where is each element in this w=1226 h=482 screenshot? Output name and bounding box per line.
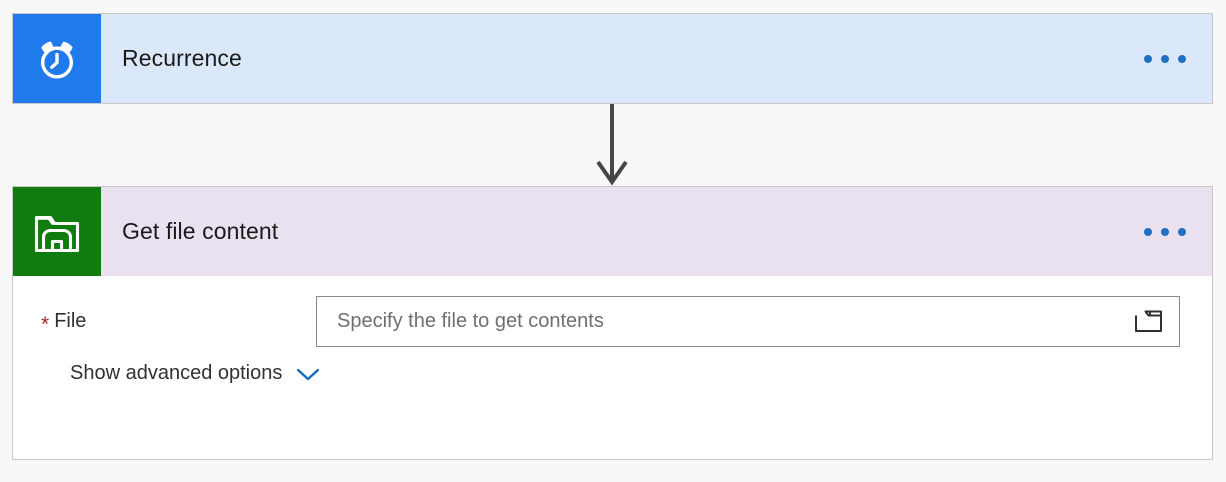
menu-dot xyxy=(1144,54,1152,63)
flow-step-recurrence[interactable]: Recurrence xyxy=(12,13,1213,104)
sharepoint-folder-icon xyxy=(13,187,101,276)
step-body-get-file-content: * File Show adva xyxy=(13,276,1212,459)
menu-dot xyxy=(1161,227,1169,236)
step-menu-get-file-content[interactable] xyxy=(1134,187,1212,276)
folder-picker-icon[interactable] xyxy=(1134,308,1164,334)
file-field-label: * File xyxy=(13,309,316,336)
step-title-get-file-content: Get file content xyxy=(122,218,279,244)
menu-dot xyxy=(1161,54,1169,63)
file-input[interactable] xyxy=(316,295,1180,347)
show-advanced-options-label: Show advanced options xyxy=(70,362,283,384)
show-advanced-options-toggle[interactable]: Show advanced options xyxy=(70,362,321,385)
file-field-row: * File xyxy=(13,294,1212,348)
file-input-wrapper xyxy=(316,295,1180,347)
required-asterisk: * xyxy=(41,312,50,336)
step-header-recurrence[interactable]: Recurrence xyxy=(13,14,1212,103)
file-label-text: File xyxy=(54,309,87,332)
chevron-down-icon[interactable] xyxy=(295,365,321,383)
alarm-clock-icon xyxy=(13,14,101,103)
step-header-get-file-content[interactable]: Get file content xyxy=(13,187,1212,276)
step-title-recurrence: Recurrence xyxy=(122,45,242,71)
step-menu-recurrence[interactable] xyxy=(1134,14,1212,103)
menu-dot xyxy=(1178,54,1186,63)
menu-dot xyxy=(1144,227,1152,236)
flow-step-get-file-content[interactable]: Get file content * File xyxy=(12,186,1213,460)
connector-arrow xyxy=(592,104,632,186)
menu-dot xyxy=(1178,227,1186,236)
